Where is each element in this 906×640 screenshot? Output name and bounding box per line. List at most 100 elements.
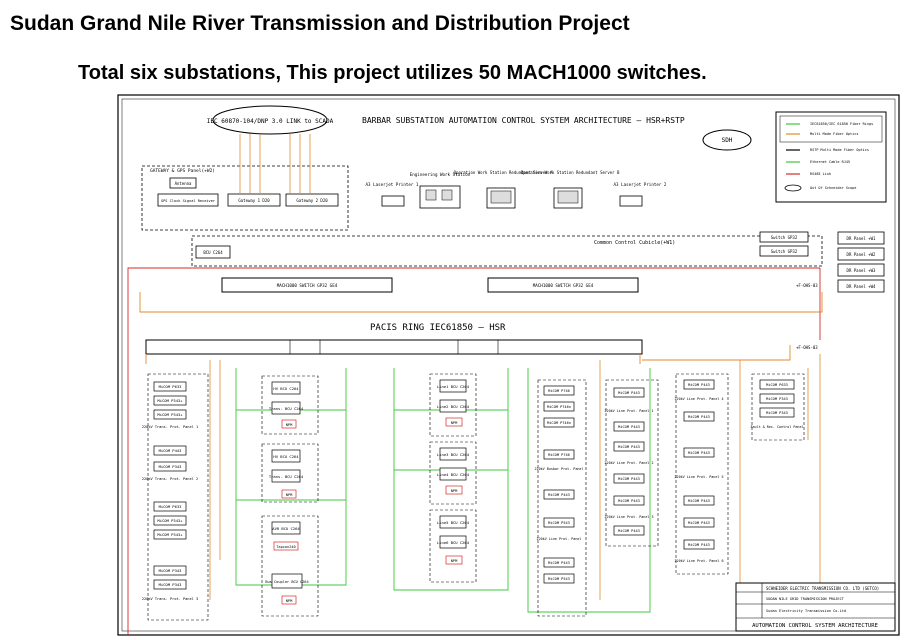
- svg-text:MiCOM P746: MiCOM P746: [548, 389, 570, 393]
- svg-text:MiCOM P343: MiCOM P343: [159, 582, 182, 587]
- legend-out-of-scope: Out Of Schneider Scope: [810, 186, 856, 190]
- title-block-drawing: AUTOMATION CONTROL SYSTEM ARCHITECTURE: [752, 623, 878, 629]
- architecture-title: BARBAR SUBSTATION AUTOMATION CONTROL SYS…: [362, 116, 685, 125]
- svg-text:MiCOM P443: MiCOM P443: [618, 391, 640, 395]
- hsr-switch-top-left: [221, 277, 393, 293]
- svg-text:220kV Trans. Prot. Panel 3: 220kV Trans. Prot. Panel 3: [142, 597, 198, 601]
- legend-rstp: RSTP Multi Mode Fiber Optics: [810, 148, 869, 152]
- svg-text:NPM: NPM: [451, 489, 458, 493]
- svg-text:AVR BCU C264: AVR BCU C264: [272, 526, 300, 531]
- scada-link-ellipse: [212, 105, 328, 135]
- operation-work-station-b: Operation Work Station Redundant Server …: [521, 170, 620, 209]
- operation-ws-b-label: Operation Work Station Redundant Server …: [521, 170, 620, 175]
- svg-text:MiCOM P343+: MiCOM P343+: [157, 412, 183, 417]
- switch-gp32-b: [759, 245, 809, 257]
- svg-text:MiCOM P343: MiCOM P343: [159, 464, 182, 469]
- hsr-ring-red: [127, 267, 821, 636]
- hsr-switch-dividers: [289, 340, 499, 354]
- bay-column-3: Line1 BCU C264 Line2 BCU C264 NPM Line3 …: [429, 373, 477, 583]
- legend-multimode: Multi Mode Fiber Optics: [810, 132, 858, 136]
- svg-text:220kV Line Prot. Panel 1: 220kV Line Prot. Panel 1: [605, 409, 654, 413]
- svg-text:MiCOM P443: MiCOM P443: [618, 425, 640, 429]
- svg-text:MiCOM P343+: MiCOM P343+: [157, 518, 183, 523]
- drawing-frame-inner: [121, 98, 896, 632]
- legend: IEC61850/IEC 61850 Fiber Rings Multi Mod…: [775, 111, 887, 203]
- svg-text:220kV Line Prot. Panel 3: 220kV Line Prot. Panel 3: [605, 515, 654, 519]
- svg-text:220kV Line Prot. Panel: 220kV Line Prot. Panel: [537, 537, 582, 541]
- title-block-client: Sudan Electricity Transmission Co.Ltd: [766, 609, 846, 613]
- svg-text:MiCOM P443: MiCOM P443: [618, 499, 640, 503]
- svg-text:MiCOM P633: MiCOM P633: [159, 384, 182, 389]
- gateway-panel-label: GATEWAY & GPS Panel(+W2): [150, 168, 215, 174]
- bcu-c264-top: [195, 245, 231, 259]
- svg-text:MiCOM P746n: MiCOM P746n: [547, 405, 571, 409]
- svg-text:220kV Trans. Prot. Panel 1: 220kV Trans. Prot. Panel 1: [142, 425, 198, 429]
- bcu-top-label: BCU C264: [203, 250, 223, 255]
- gateway2-label: Gateway 2 D20: [296, 198, 328, 203]
- svg-text:MiCOM P543: MiCOM P543: [548, 577, 570, 581]
- svg-text:MiCOM P746: MiCOM P746: [548, 453, 570, 457]
- gateway-panel: [141, 165, 349, 231]
- svg-text:MiCOM P443: MiCOM P443: [688, 415, 710, 419]
- sdh-ellipse: [702, 129, 752, 151]
- bay-column-6: MiCOM P443 MiCOM P443 220kV Line Prot. P…: [675, 373, 729, 575]
- svg-text:Trans. BCU C264: Trans. BCU C264: [269, 474, 304, 479]
- svg-text:MiCOM P343+: MiCOM P343+: [157, 398, 183, 403]
- gateway1-box: [227, 193, 281, 207]
- svg-text:MiCOM P443: MiCOM P443: [618, 445, 640, 449]
- sdh-label: SDH: [722, 137, 733, 144]
- hsr-ring-orange: [139, 292, 823, 364]
- svg-text:Trans. BCU C264: Trans. BCU C264: [269, 406, 304, 411]
- bay-fiber-links: [209, 354, 821, 610]
- bay-column-4: MiCOM P746 MiCOM P746n MiCOM P746n MiCOM…: [535, 379, 587, 617]
- title-block-project: SUDAN NILE GRID TRANSMISSION PROJECT: [766, 597, 845, 601]
- hsr-top-right-label: MACH1000 SWITCH GP32 GE4: [533, 283, 594, 288]
- dr-panels: DR Panel +W1 DR Panel +W2 DR Panel +W3 D…: [837, 231, 885, 293]
- svg-text:HV BCU C264: HV BCU C264: [273, 386, 299, 391]
- svg-text:MiCOM P443: MiCOM P443: [688, 383, 710, 387]
- svg-text:NPM: NPM: [451, 421, 458, 425]
- svg-text:MiCOM P443: MiCOM P443: [618, 477, 640, 481]
- hsr-switch-bottom: [145, 339, 643, 355]
- svg-text:220kV Line Prot. Panel 2: 220kV Line Prot. Panel 2: [605, 461, 654, 465]
- legend-fiber-rings: IEC61850/IEC 61850 Fiber Rings: [810, 122, 873, 126]
- slide-subtitle: Total six substations, This project util…: [78, 62, 707, 84]
- svg-text:Line6 BCU C264: Line6 BCU C264: [437, 540, 470, 545]
- switch-gp32-a: [759, 231, 809, 243]
- legend-rs485: RS485 Link: [810, 172, 832, 176]
- svg-text:Line1 BCU C264: Line1 BCU C264: [437, 384, 470, 389]
- svg-text:Line5 BCU C264: Line5 BCU C264: [437, 520, 470, 525]
- svg-text:Line4 BCU C264: Line4 BCU C264: [437, 472, 470, 477]
- svg-text:MiCOM P543: MiCOM P543: [548, 521, 570, 525]
- svg-text:MiCOM P443: MiCOM P443: [688, 499, 710, 503]
- dr-panel-1: DR Panel +W1: [847, 236, 876, 241]
- svg-text:MiCOM P343: MiCOM P343: [159, 568, 182, 573]
- svg-text:Tapcon240: Tapcon240: [276, 545, 295, 549]
- dr-panel-2: DR Panel +W2: [847, 252, 876, 257]
- scada-links: [239, 134, 311, 194]
- gateway1-label: Gateway 1 D20: [238, 198, 270, 203]
- svg-text:220kV Line Prot. Panel 6: 220kV Line Prot. Panel 6: [675, 559, 724, 563]
- svg-text:NPM: NPM: [286, 423, 293, 427]
- svg-text:Line2 BCU C264: Line2 BCU C264: [437, 404, 470, 409]
- printer-2: A3 Laserjet Printer 2: [614, 182, 667, 207]
- gps-receiver-label: GPS Clock Signal Receiver: [161, 199, 216, 203]
- title-block: SCHNEIDER ELECTRIC TRANSMISSION CO. LTD …: [735, 582, 896, 632]
- svg-text:NPM: NPM: [286, 493, 293, 497]
- svg-text:220kV Trans. Prot. Panel 2: 220kV Trans. Prot. Panel 2: [142, 477, 198, 481]
- svg-text:MiCOM P443: MiCOM P443: [548, 561, 570, 565]
- svg-text:Line3 BCU C264: Line3 BCU C264: [437, 452, 470, 457]
- bay-column-7: MiCOM P633 MiCOM P343 MiCOM P343 Fault &…: [750, 373, 805, 441]
- svg-text:MiCOM P343: MiCOM P343: [766, 397, 788, 401]
- svg-text:Bus Coupler BCU C264: Bus Coupler BCU C264: [265, 580, 308, 584]
- printer2-label: A3 Laserjet Printer 2: [614, 182, 667, 187]
- hsr-top-left-label: MACH1000 SWITCH GP32 GE4: [277, 283, 338, 288]
- printer-1: A3 Laserjet Printer 1: [366, 182, 419, 207]
- antenna-label: Antenna: [175, 181, 192, 186]
- svg-text:MiCOM P443: MiCOM P443: [159, 448, 182, 453]
- svg-text:MiCOM P443: MiCOM P443: [688, 543, 710, 547]
- svg-text:MiCOM P443: MiCOM P443: [548, 493, 570, 497]
- hsr-switch-top-right: [487, 277, 639, 293]
- title-block-company: SCHNEIDER ELECTRIC TRANSMISSION CO. LTD …: [766, 586, 879, 591]
- dr-panel-4: DR Panel +W4: [847, 284, 876, 289]
